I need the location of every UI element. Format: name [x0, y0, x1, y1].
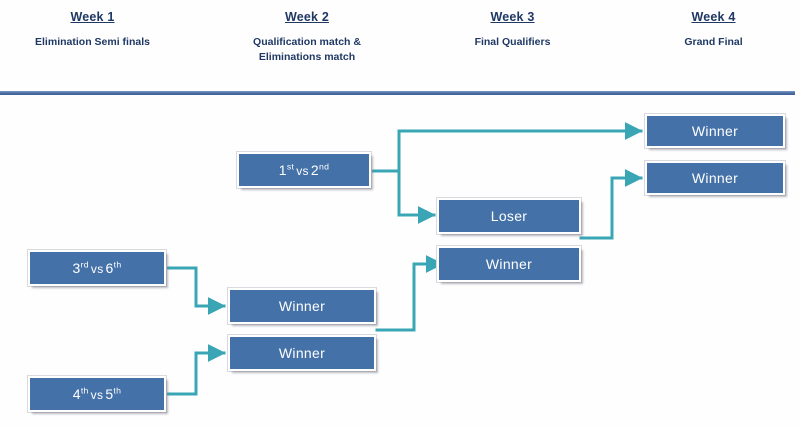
- node-label: Winner: [278, 345, 326, 361]
- week-4-subtitle: Grand Final: [684, 36, 743, 48]
- node-week3-loser[interactable]: Loser: [437, 198, 581, 234]
- wire-w1bottom-to-w2-winner-lower: [164, 344, 226, 396]
- wire-w2top-to-w4-winner-top: [397, 122, 643, 173]
- node-label: Loser: [490, 208, 528, 224]
- node-week3-winner[interactable]: Winner: [437, 246, 581, 282]
- wire-w1top-to-w2-winner-upper: [164, 266, 226, 315]
- node-label: Winner: [691, 123, 739, 139]
- node-week4-winner-top[interactable]: Winner: [645, 114, 785, 148]
- column-headers: Week 1 Elimination Semi finals Week 2 Qu…: [0, 0, 800, 90]
- week-2-title: Week 2: [284, 10, 330, 24]
- week-4-title: Week 4: [691, 10, 736, 24]
- column-header-week-1: Week 1 Elimination Semi finals: [10, 10, 175, 50]
- column-header-week-4: Week 4 Grand Final: [632, 10, 795, 50]
- week-1-title: Week 1: [70, 10, 115, 24]
- wire-loser-to-w4-winner-bottom: [579, 169, 643, 240]
- wire-w2top-to-loser: [397, 169, 436, 224]
- node-label: Winner: [485, 256, 533, 272]
- week-2-subtitle: Qualification match & Eliminations match: [253, 36, 361, 63]
- node-week2-winner-upper[interactable]: Winner: [228, 288, 376, 324]
- column-header-week-3: Week 3 Final Qualifiers: [430, 10, 595, 50]
- node-week2-winner-lower[interactable]: Winner: [228, 335, 376, 371]
- week-3-subtitle: Final Qualifiers: [474, 36, 551, 48]
- wire-w2-winner-to-w3-winner: [375, 255, 444, 332]
- node-week4-winner-bottom[interactable]: Winner: [645, 161, 785, 195]
- column-header-week-2: Week 2 Qualification match & Elimination…: [222, 10, 392, 65]
- node-label: Winner: [278, 298, 326, 314]
- week-3-title: Week 3: [490, 10, 535, 24]
- week-1-subtitle: Elimination Semi finals: [35, 36, 150, 48]
- node-label: Winner: [691, 170, 739, 186]
- header-divider-rule: [0, 91, 795, 95]
